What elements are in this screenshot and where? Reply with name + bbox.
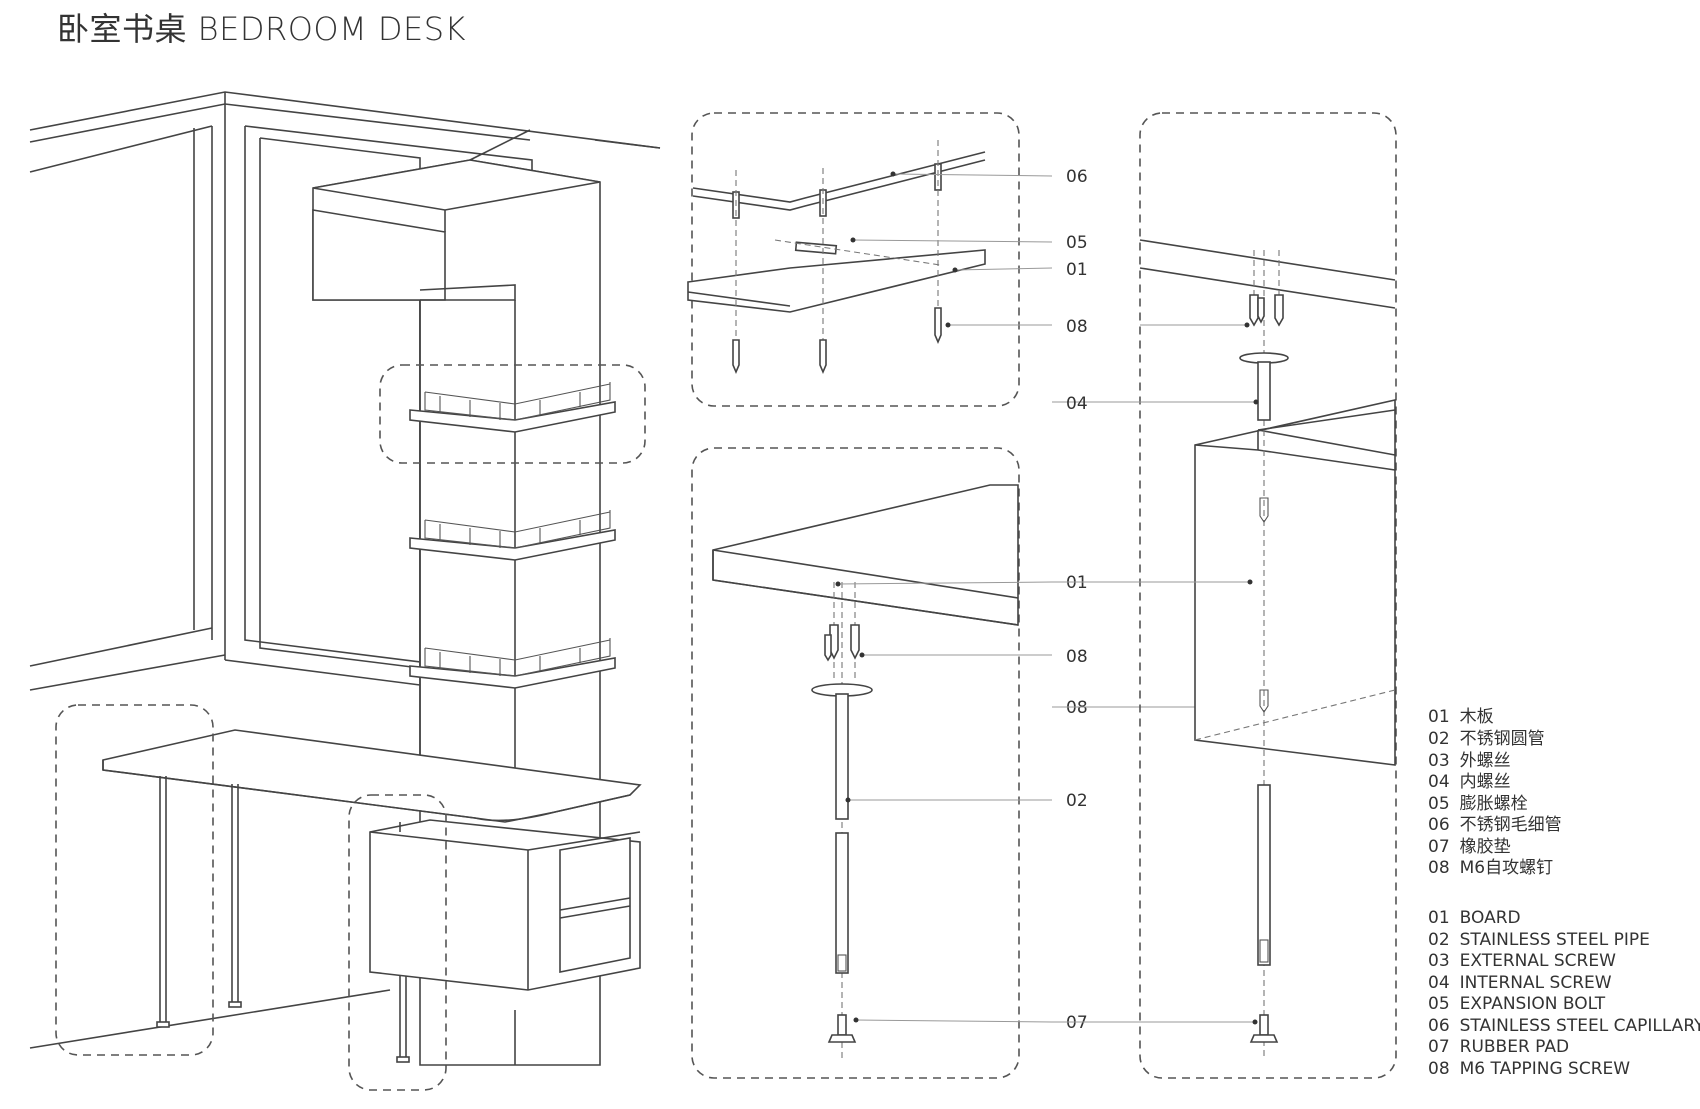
cabinet	[369, 819, 641, 991]
legend-en-08-num: 08	[1428, 1059, 1450, 1079]
legend-cn-03-text: 外螺丝	[1460, 751, 1511, 771]
detail-box-left-leg	[55, 704, 214, 1056]
callout-01-top: 01	[1066, 260, 1088, 280]
detail-box-cabinet-leg	[348, 794, 447, 1091]
desk-legs	[156, 776, 410, 1063]
legend-en-07-text: RUBBER PAD	[1460, 1037, 1569, 1057]
legend-cn-04-num: 04	[1428, 772, 1450, 792]
legend-cn-08-text: M6自攻螺钉	[1460, 858, 1553, 878]
detail-middle-desk-leg: 01 08 08 02 07	[691, 447, 1265, 1079]
legend-cn-02-text: 不锈钢圆管	[1460, 729, 1545, 749]
legend-cn-01-num: 01	[1428, 707, 1450, 727]
callout-01-middle: 01	[1066, 573, 1088, 593]
detail-top-shelf-mount: 06 05 01 08	[687, 112, 1088, 407]
legend-cn-07-num: 07	[1428, 837, 1450, 857]
legend-cn-05-num: 05	[1428, 794, 1450, 814]
legend-cn-02-num: 02	[1428, 729, 1450, 749]
legend-en-04-num: 04	[1428, 973, 1450, 993]
legend-english: 01 BOARD 02 STAINLESS STEEL PIPE 03 EXTERNA…	[1428, 908, 1700, 1079]
legend-cn-01-text: 木板	[1460, 707, 1494, 727]
callout-05-top: 05	[1066, 233, 1088, 253]
shelf-1	[409, 382, 616, 433]
legend-en-01-text: BOARD	[1460, 908, 1521, 928]
legend-en-02-num: 02	[1428, 930, 1450, 950]
legend-en-03-num: 03	[1428, 951, 1450, 971]
legend-cn-03-num: 03	[1428, 751, 1450, 771]
legend-en-07-num: 07	[1428, 1037, 1450, 1057]
callout-08-top: 08	[1066, 317, 1088, 337]
callout-08-middle-a: 08	[1066, 647, 1088, 667]
legend-en-02-text: STAINLESS STEEL PIPE	[1460, 930, 1650, 950]
callout-08-middle-b: 08	[1066, 698, 1088, 718]
detail-box-shelf	[379, 364, 646, 464]
legend-cn-06-num: 06	[1428, 815, 1450, 835]
legend-cn-06-text: 不锈钢毛细管	[1460, 815, 1562, 835]
legend-en-04-text: INTERNAL SCREW	[1460, 973, 1612, 993]
legend-en-05-text: EXPANSION BOLT	[1460, 994, 1606, 1014]
callout-04-right: 04	[1066, 394, 1088, 414]
callout-02-middle: 02	[1066, 791, 1088, 811]
legend-cn-04-text: 内螺丝	[1460, 772, 1511, 792]
detail-right-cabinet-leg: 04	[1052, 112, 1397, 1079]
legend-chinese: 01 木板 02 不锈钢圆管 03 外螺丝 04 内螺丝 05 膨胀螺栓 06 不锈钢毛细管…	[1428, 707, 1562, 878]
legend-cn-08-num: 08	[1428, 858, 1450, 878]
legend-en-01-num: 01	[1428, 908, 1450, 928]
desk-top	[102, 729, 642, 823]
shelf-3	[409, 638, 616, 689]
legend-en-03-text: EXTERNAL SCREW	[1460, 951, 1616, 971]
legend-en-08-text: M6 TAPPING SCREW	[1460, 1059, 1631, 1079]
legend-en-05-num: 05	[1428, 994, 1450, 1014]
legend-en-06-num: 06	[1428, 1016, 1450, 1036]
shelf-2	[409, 510, 616, 561]
drawing-title: 卧室书桌 BEDROOM DESK	[57, 10, 467, 48]
legend-cn-07-text: 橡胶垫	[1460, 837, 1511, 857]
legend-cn-05-text: 膨胀螺栓	[1460, 794, 1528, 814]
room-overview	[29, 91, 661, 1091]
callout-07-middle: 07	[1066, 1013, 1088, 1033]
legend-en-06-text: STAINLESS STEEL CAPILLARY	[1460, 1016, 1700, 1036]
callout-06-top: 06	[1066, 167, 1088, 187]
